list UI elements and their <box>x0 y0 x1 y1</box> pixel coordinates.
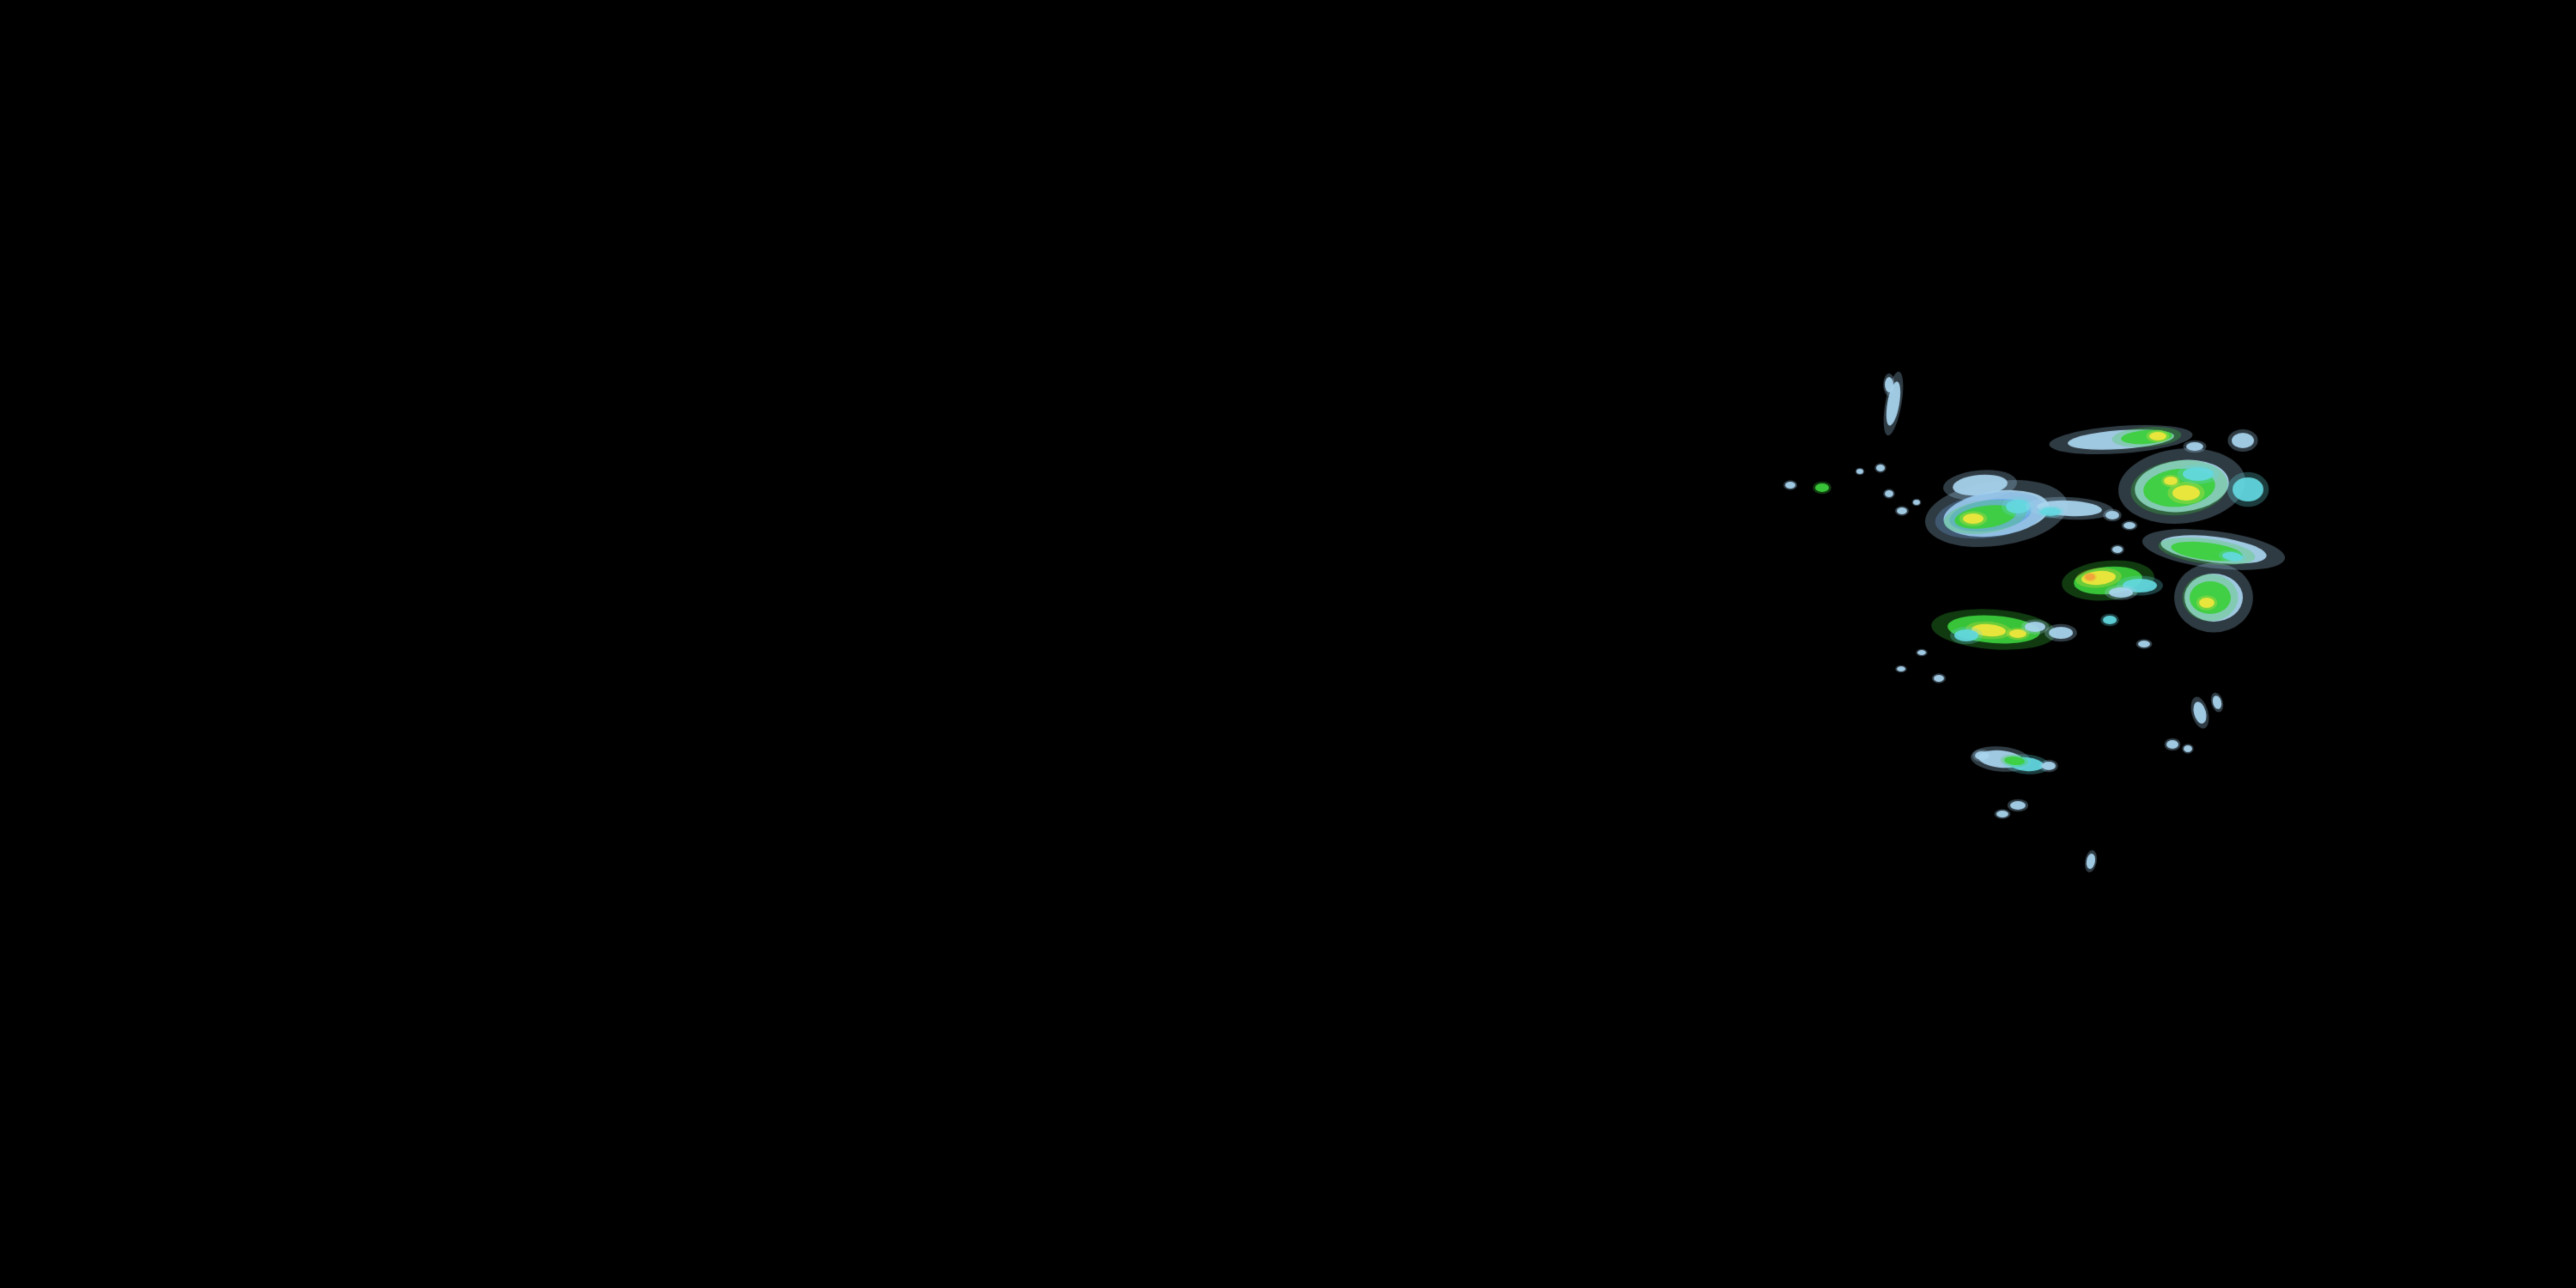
radar-view <box>0 0 2576 1288</box>
weather-radar-canvas <box>0 0 2576 1288</box>
